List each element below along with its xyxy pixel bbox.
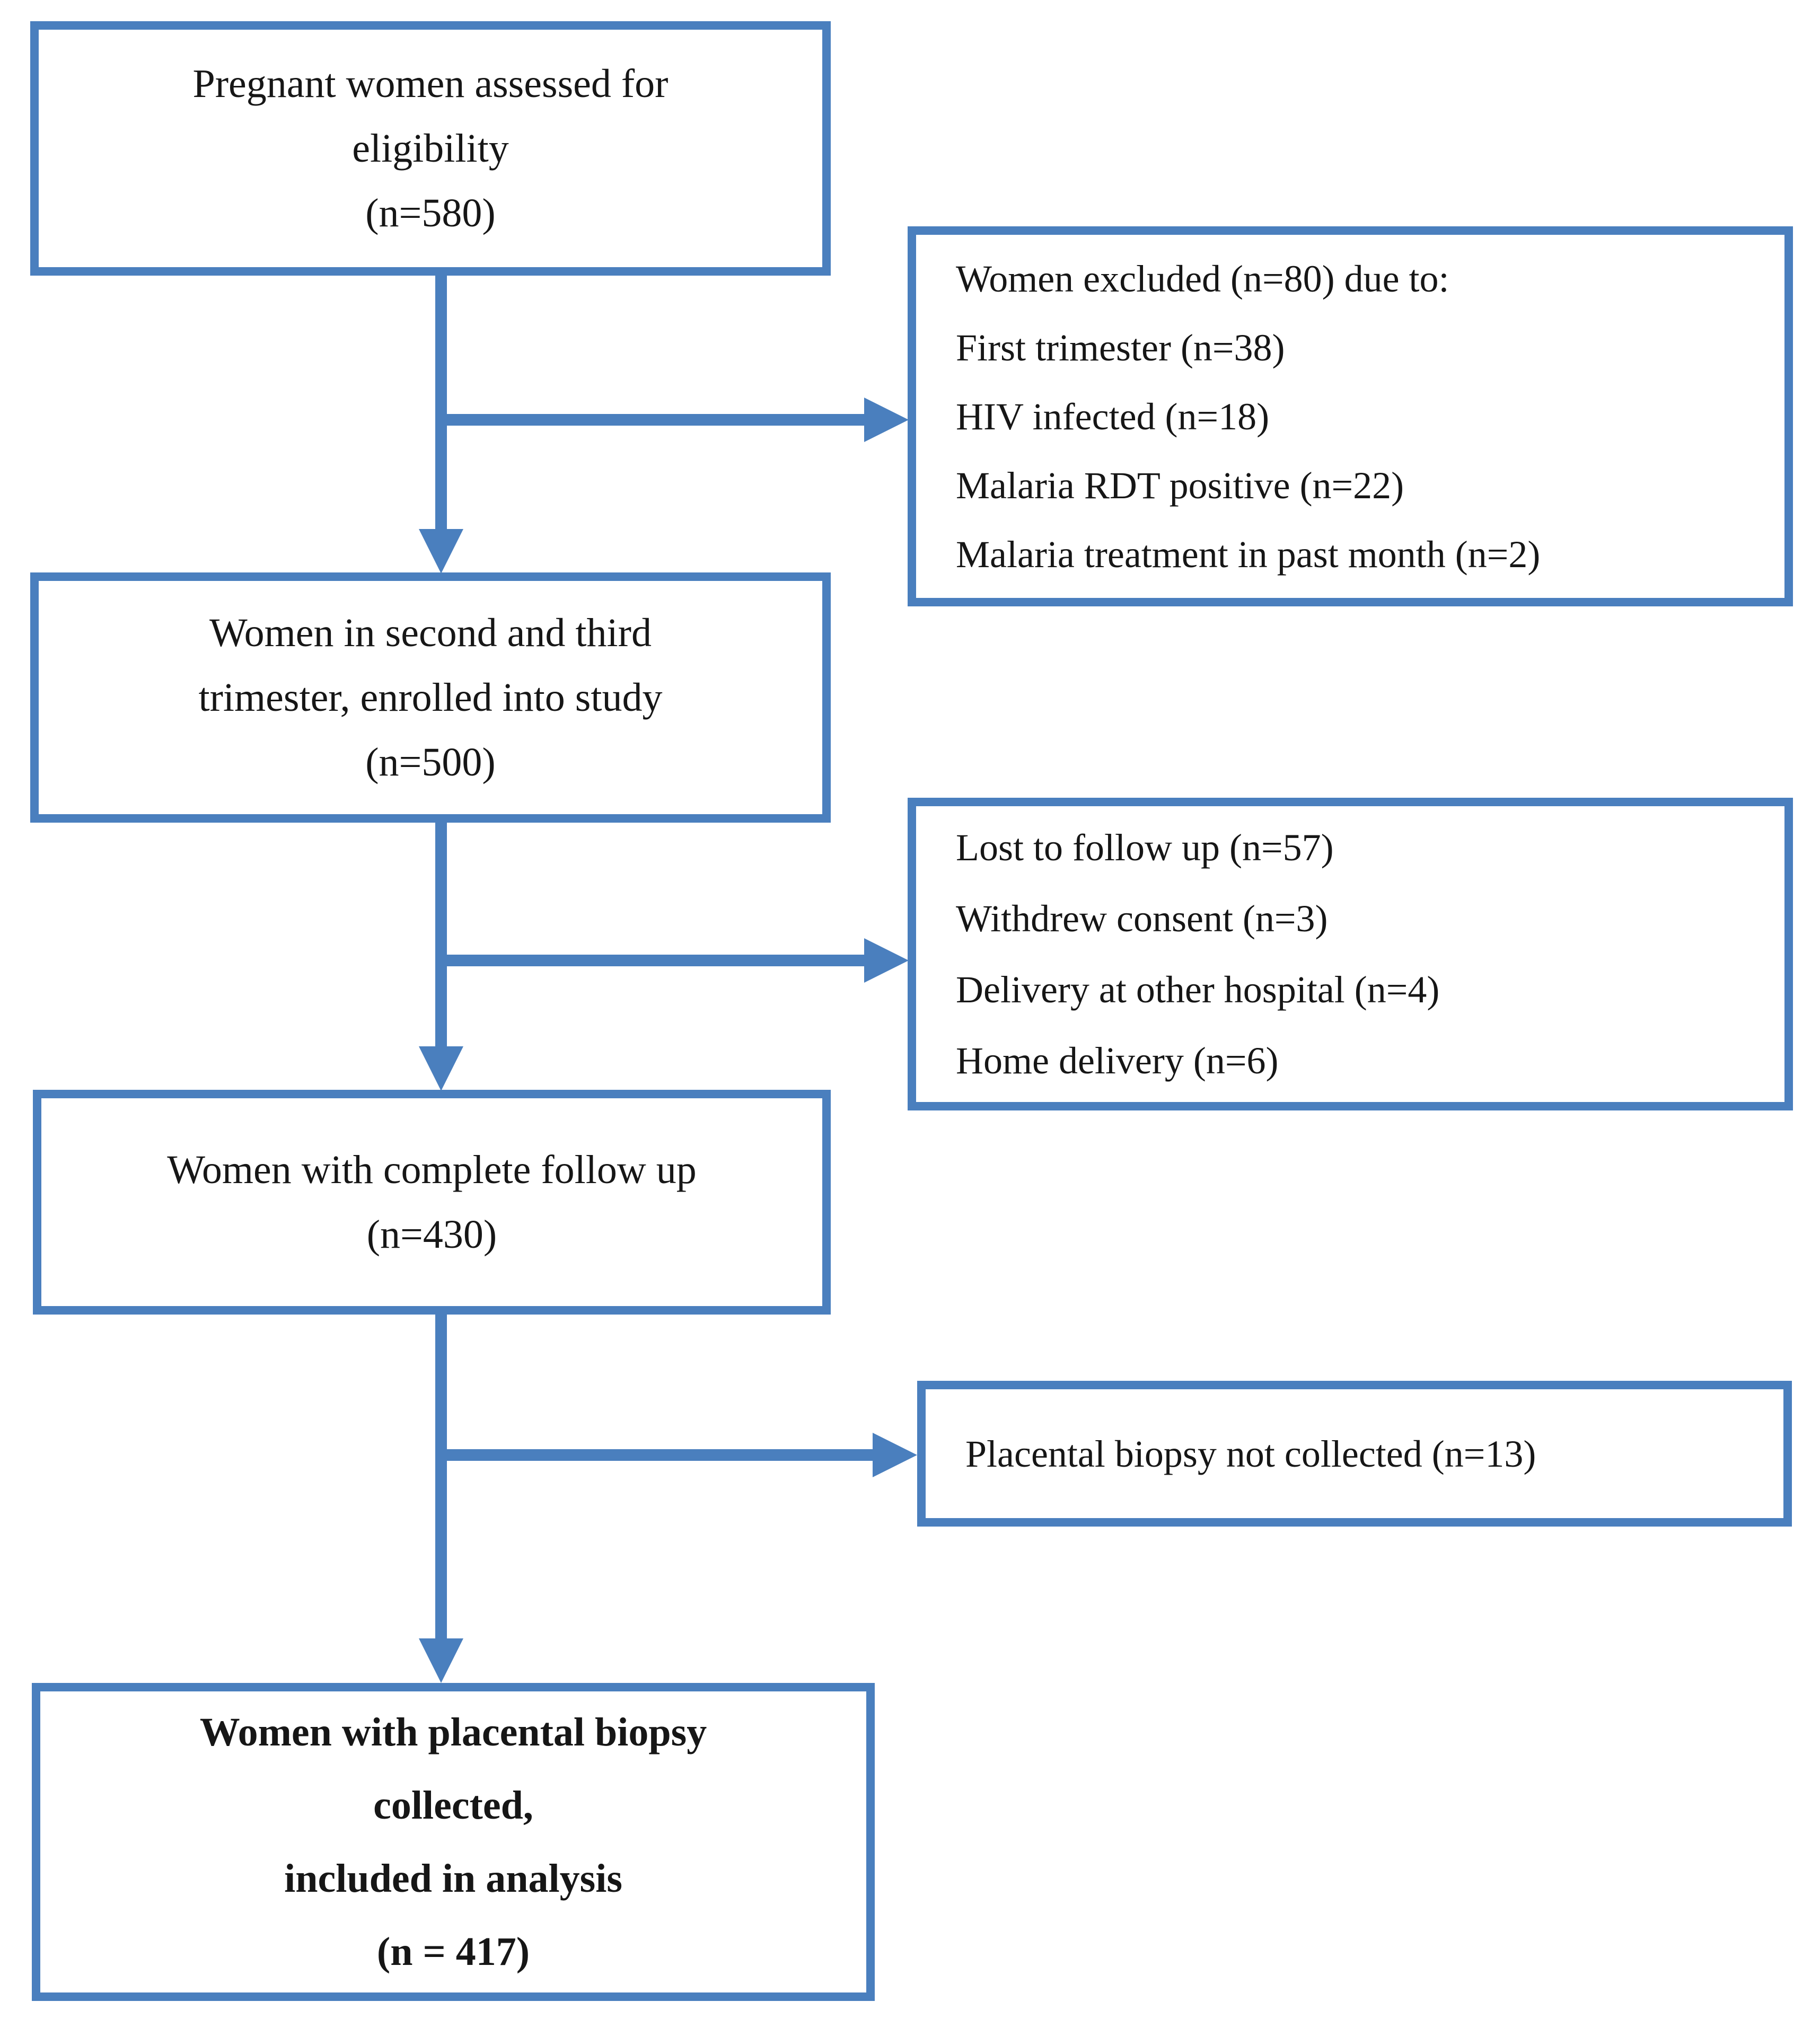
arrowhead-right-icon: [873, 1433, 917, 1477]
connector-branch-lost-followup: [441, 955, 865, 966]
flow-box-line: HIV infected (n=18): [956, 395, 1270, 438]
flow-box-line: collected,: [373, 1783, 533, 1828]
connector-branch-no-biopsy: [441, 1449, 874, 1461]
flow-box-line: Withdrew consent (n=3): [956, 897, 1328, 940]
flow-box-line: Delivery at other hospital (n=4): [956, 968, 1440, 1011]
arrowhead-right-icon: [864, 938, 909, 983]
flow-box-line: trimester, enrolled into study: [198, 675, 663, 720]
arrowhead-down-icon: [419, 1046, 463, 1091]
flow-box-line: Malaria RDT positive (n=22): [956, 464, 1404, 507]
flow-box-line: Women excluded (n=80) due to:: [956, 257, 1449, 300]
arrowhead-down-icon: [419, 529, 463, 574]
flow-box-enrolled: Women in second and third trimester, enr…: [30, 572, 831, 823]
arrowhead-right-icon: [864, 398, 909, 442]
flow-box-line: Placental biopsy not collected (n=13): [965, 1432, 1536, 1475]
flow-box-line: Women with placental biopsy: [199, 1710, 707, 1754]
flow-box-line: Malaria treatment in past month (n=2): [956, 533, 1541, 576]
flow-box-line: Lost to follow up (n=57): [956, 826, 1334, 869]
flow-box-line: (n = 417): [376, 1929, 530, 1974]
flow-box-line: Women with complete follow up: [167, 1148, 697, 1192]
connector-branch-excluded: [441, 414, 865, 426]
flow-box-no-biopsy: Placental biopsy not collected (n=13): [917, 1381, 1792, 1527]
flow-box-line: (n=580): [365, 191, 496, 235]
flow-box-line: Home delivery (n=6): [956, 1039, 1279, 1082]
flow-box-line: Pregnant women assessed for: [192, 61, 669, 106]
connector-assessed-to-enrolled: [435, 276, 447, 530]
connector-enrolled-to-followup: [435, 823, 447, 1047]
flow-box-analysis: Women with placental biopsy collected, i…: [32, 1683, 875, 2001]
arrowhead-down-icon: [419, 1638, 463, 1683]
flow-box-line: eligibility: [352, 126, 509, 171]
flow-box-line: included in analysis: [284, 1856, 622, 1901]
flow-box-excluded: Women excluded (n=80) due to: First trim…: [908, 226, 1793, 606]
flow-box-lost-followup: Lost to follow up (n=57) Withdrew consen…: [908, 798, 1793, 1110]
flow-box-followup: Women with complete follow up (n=430): [33, 1090, 831, 1315]
flow-box-line: First trimester (n=38): [956, 326, 1285, 369]
flow-box-line: (n=500): [365, 740, 496, 784]
flow-box-assessed: Pregnant women assessed for eligibility …: [30, 21, 831, 276]
connector-followup-to-analysis: [435, 1315, 447, 1639]
flow-box-line: Women in second and third: [209, 611, 652, 655]
flow-box-line: (n=430): [366, 1212, 497, 1257]
